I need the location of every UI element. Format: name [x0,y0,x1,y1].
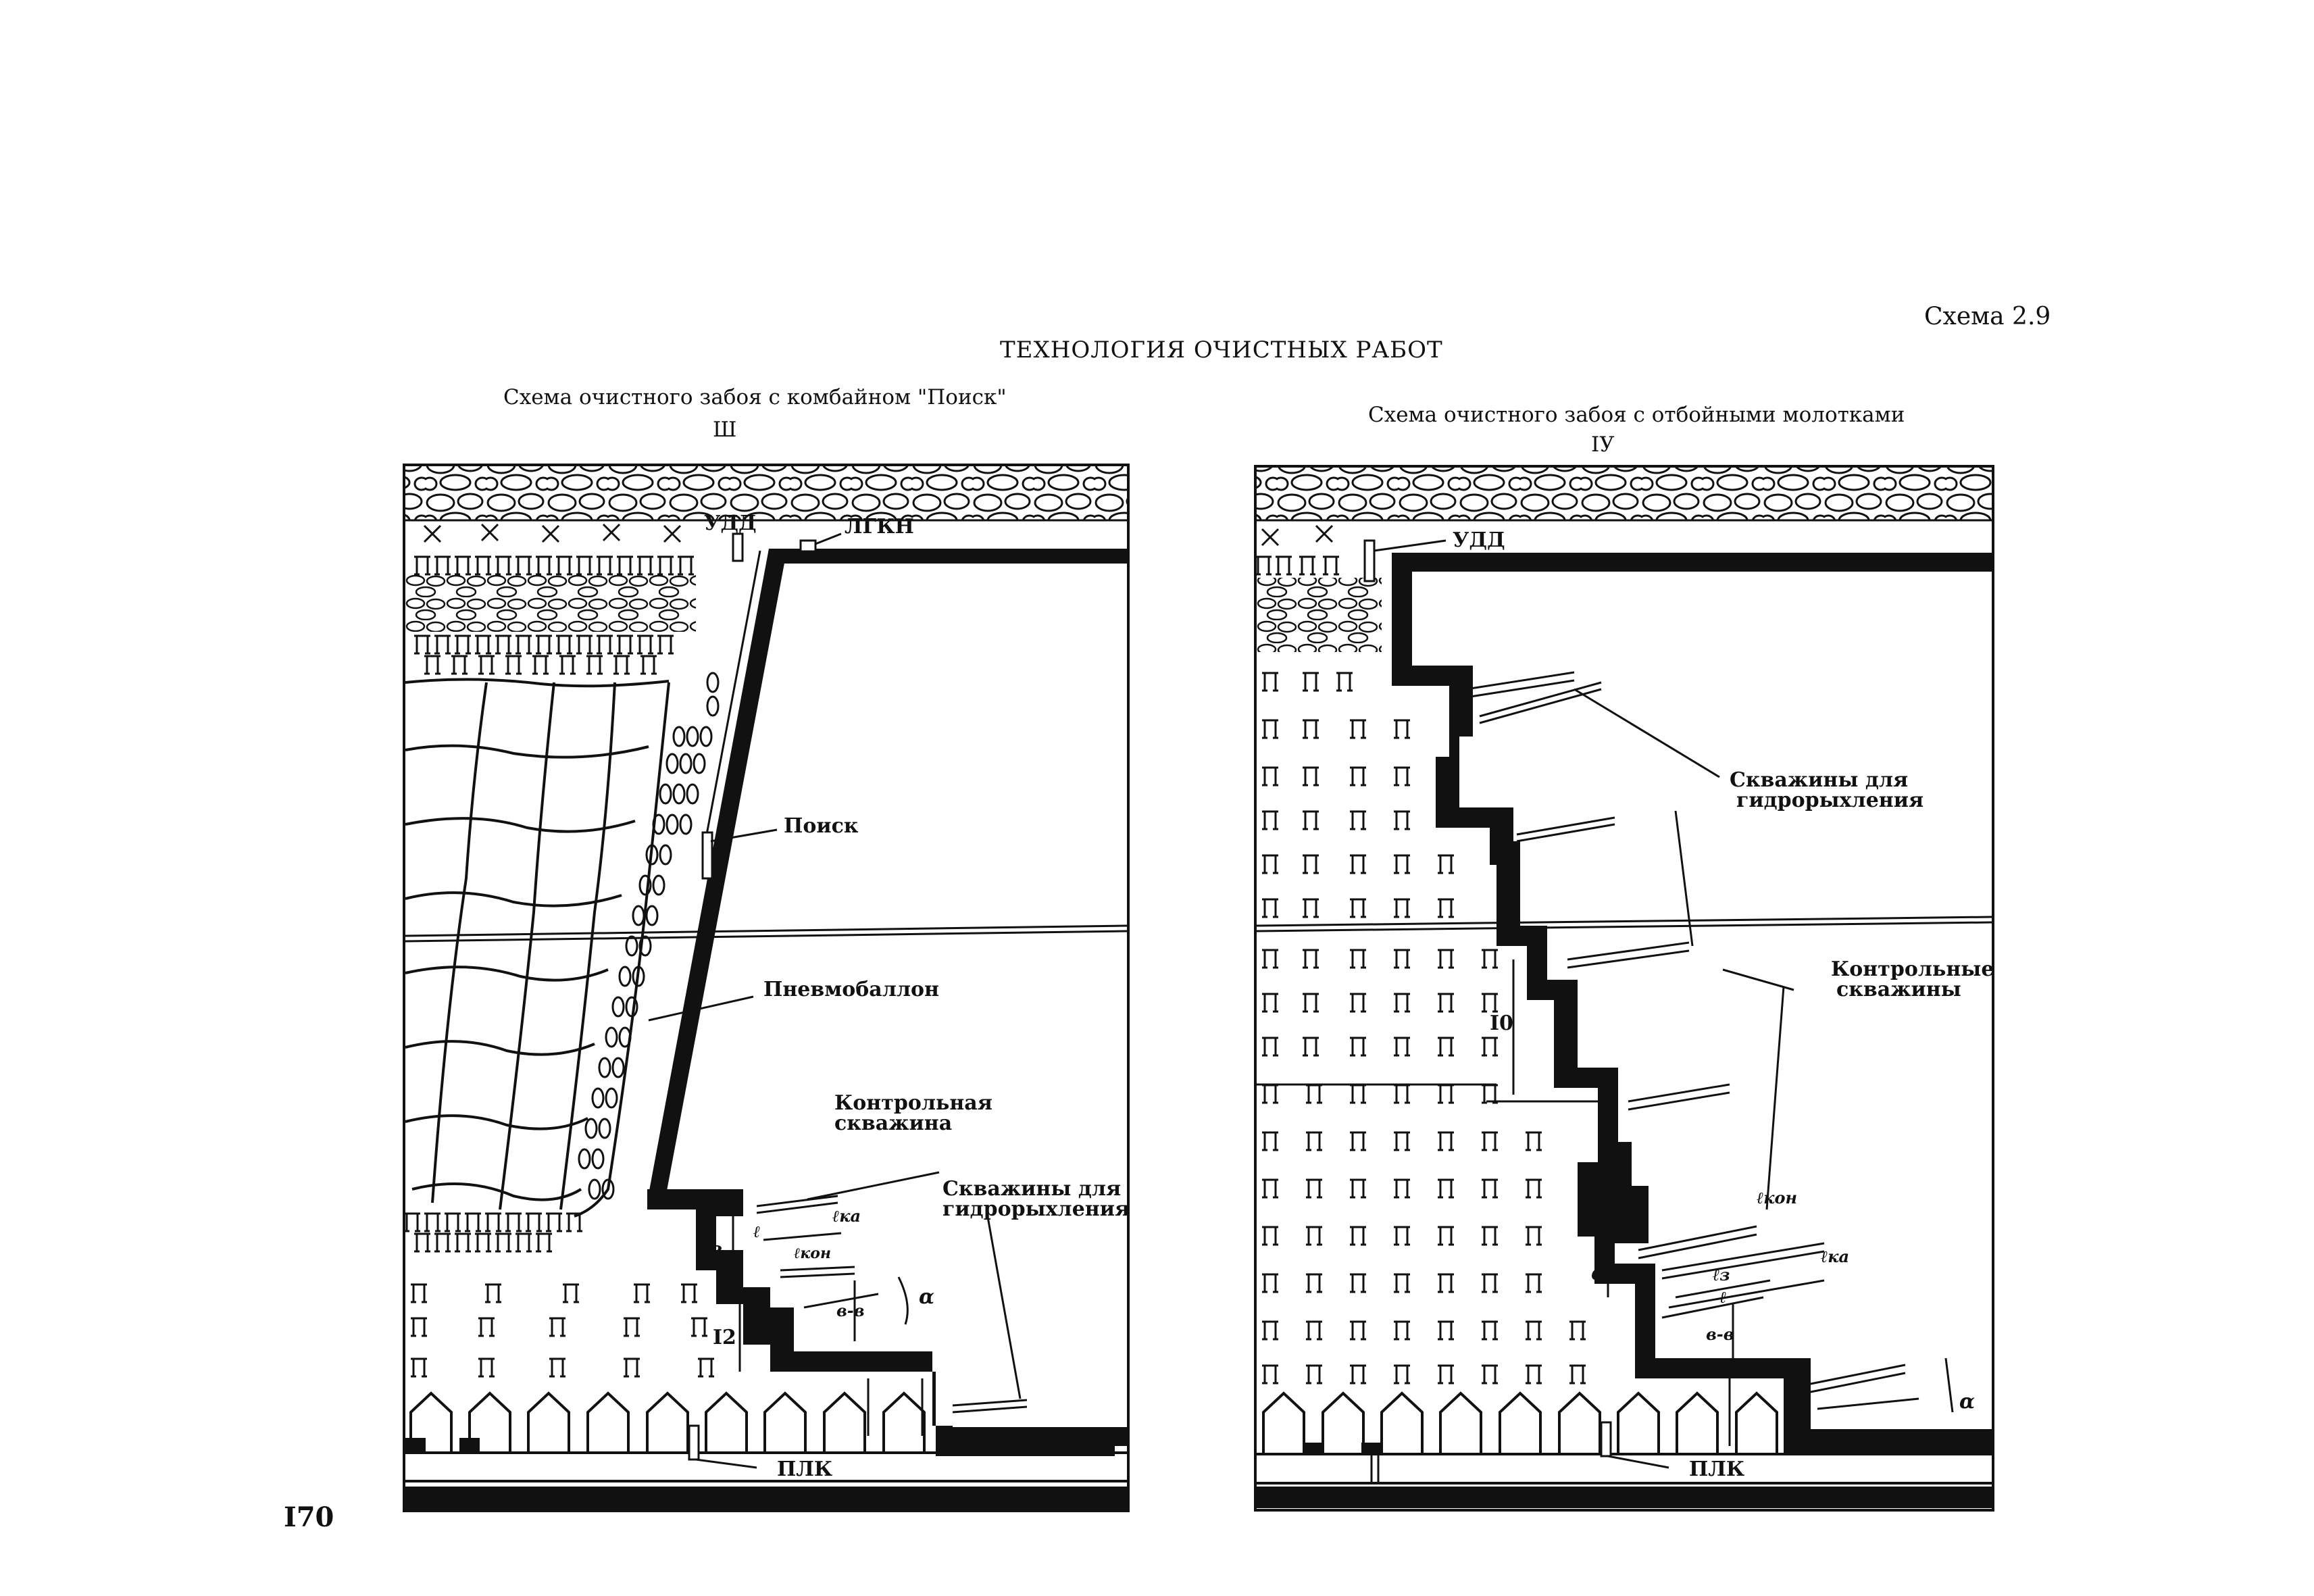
left-wells-label-1: Скважины для [942,1177,1122,1201]
right-plk-label: ПЛК [1689,1457,1745,1481]
left-bottom-drift [405,1487,1127,1510]
right-roof-rock [1257,468,1992,520]
right-diagram [1254,465,1994,1512]
left-wells [756,1171,1028,1414]
left-dim-l: ℓ [753,1222,761,1241]
right-prop-grid [1261,672,1587,1385]
right-diagram-roman: IУ [1591,432,1615,457]
right-dim-l: ℓ [1719,1287,1727,1307]
left-udd-marker [732,532,744,562]
left-diagram-title: Схема очистного забоя с комбайном "Поиск… [503,385,1007,409]
left-cribs [409,1392,926,1454]
right-udd-label: УДД [1453,528,1505,552]
right-dim-lz: ℓз [1713,1265,1730,1285]
right-dim-alpha: α [1959,1390,1976,1414]
control-well-label-2: скважина [834,1112,953,1135]
left-dimension-lines [732,1216,924,1436]
left-dim-b: в [709,1238,723,1262]
main-title: ТЕХНОЛОГИЯ ОЧИСТНЫХ РАБОТ [1000,336,1443,364]
right-control-label-1: Контрольные [1831,957,1994,981]
right-frame [1254,465,1994,1512]
page-number: I70 [284,1501,334,1533]
right-diagram-title: Схема очистного забоя с отбойными молотк… [1368,403,1905,427]
right-dimension-lines [1486,959,1954,1446]
schema-number: Схема 2.9 [1924,303,2051,330]
left-diagram [403,464,1130,1512]
left-lgkn-label: ЛГКН [845,515,914,539]
left-prop-rows-bottom [403,1212,715,1378]
right-cribs [1262,1392,1778,1454]
left-plk-label: ПЛК [777,1457,833,1481]
left-udd-label: УДД [704,512,757,535]
left-crossed-props [423,523,682,543]
pnevmoballon-label: Пневмобаллон [763,978,940,1001]
left-caved-blocks [405,678,670,1218]
left-frame [403,464,1130,1512]
control-well-label-1: Контрольная [834,1091,992,1115]
right-dim-10: I0 [1490,1012,1513,1035]
left-dim-lkon: ℓкон [794,1245,831,1262]
left-plk-marker [688,1424,700,1461]
left-goaf-rock [405,574,696,632]
poisk-combine [701,831,713,880]
right-break-line [1256,916,1992,932]
left-stepped-face [647,1189,1115,1456]
left-break-line [405,924,1128,943]
right-top-drift [1399,553,1992,572]
left-lgkn-marker [799,539,817,553]
left-dim-bv: в-в [836,1301,865,1320]
right-plk-marker [1600,1421,1612,1457]
right-dim-b: в [1591,1262,1605,1285]
right-udd-marker [1363,539,1376,582]
left-roof-rock [405,466,1127,520]
left-dim-12: I2 [713,1326,736,1349]
left-wells-label-2: гидрорыхления [942,1197,1130,1221]
right-dim-lka: ℓкa [1821,1247,1850,1266]
right-bottom-drift [1257,1487,1992,1508]
left-dim-alpha: α [919,1285,935,1309]
right-wells [1465,671,1919,1410]
right-goaf-rock [1257,578,1382,652]
left-top-drift [777,549,1127,564]
left-dim-lka: ℓкa [832,1206,861,1226]
right-wells-label-2: гидрорыхления [1736,789,1924,812]
poisk-label: Поиск [784,814,859,838]
right-control-label-2: скважины [1836,978,1961,1001]
right-dim-lkon: ℓкон [1757,1188,1797,1207]
left-face-line [647,549,787,1201]
left-diagram-roman: Ш [713,418,737,442]
right-wells-label-1: Скважины для [1730,768,1909,792]
right-dim-bv: в-в [1706,1324,1734,1344]
